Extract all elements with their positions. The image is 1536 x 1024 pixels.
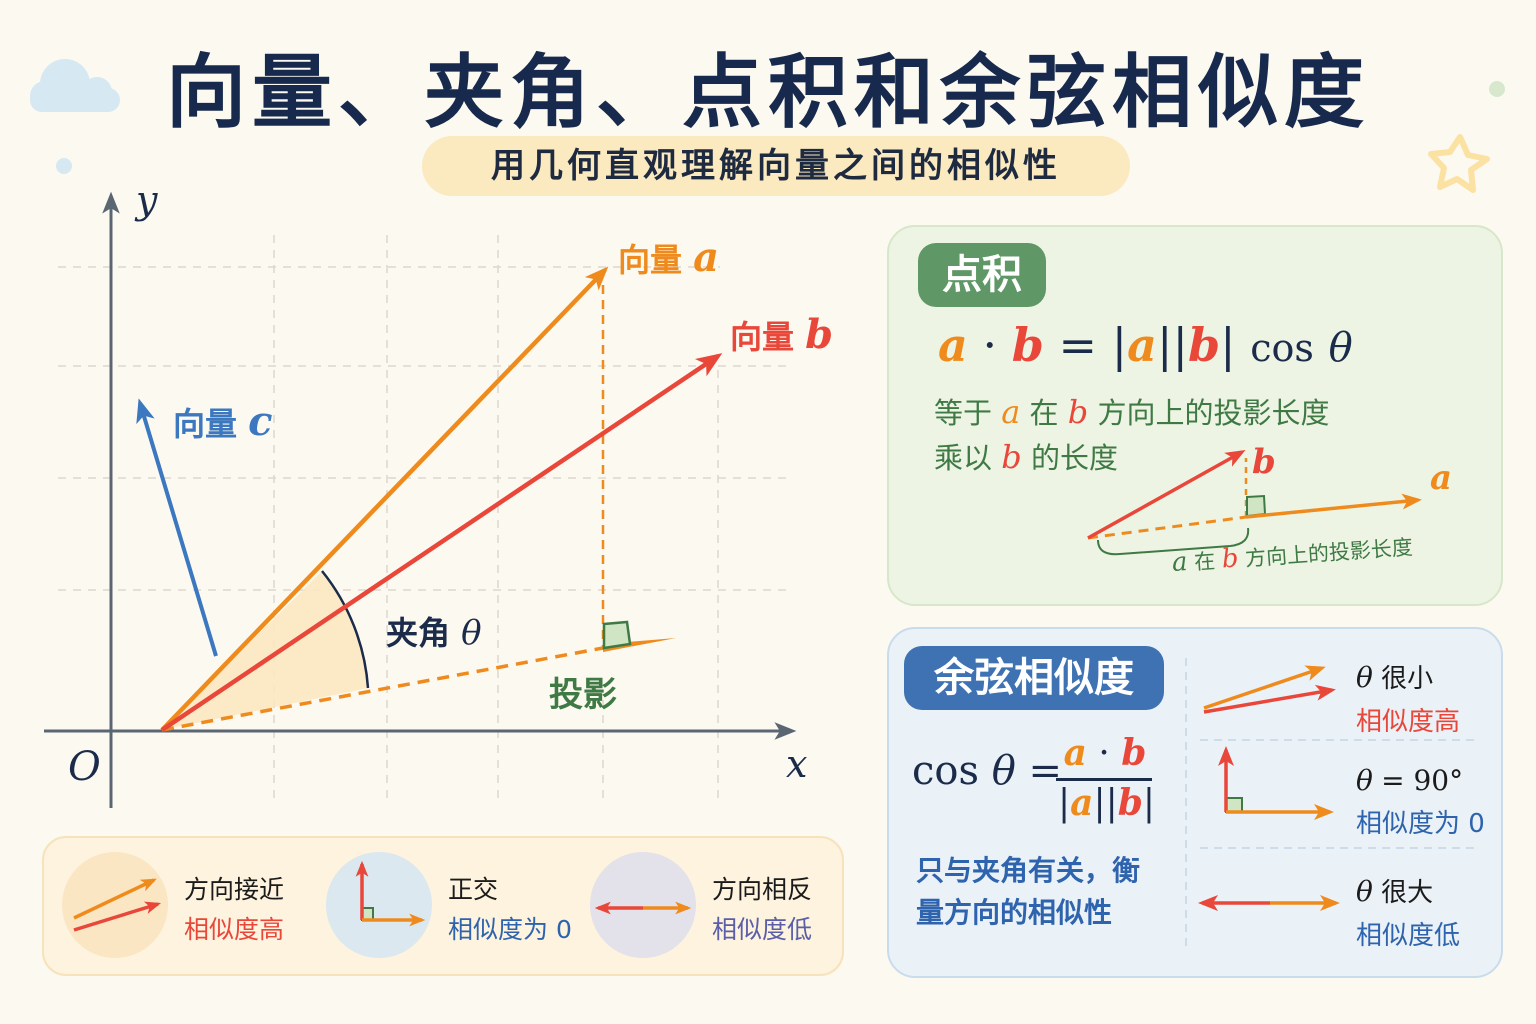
brace-b: b — [1220, 543, 1240, 575]
case-result: 相似度低 — [1356, 921, 1461, 951]
formula-a: a — [938, 318, 968, 372]
formula-abs-a: a — [1127, 318, 1157, 372]
grid — [58, 235, 790, 800]
angle-sector — [162, 571, 368, 730]
vector-a-label-text: 向量 — [618, 241, 683, 279]
formula-abs-b: b — [1187, 318, 1221, 372]
formula-theta: θ — [1328, 325, 1353, 371]
formula-theta: θ — [991, 748, 1016, 794]
case-large-angle: θ 很大 相似度低 — [1356, 872, 1460, 952]
cloud-icon — [30, 59, 120, 112]
case-condition: = 90° — [1381, 764, 1464, 797]
cosine-fraction-denominator: |a||b| — [1058, 782, 1156, 824]
formula-cos: cos — [912, 748, 980, 794]
desc-text: 乘以 — [934, 441, 993, 475]
cosine-cases-graphics — [1185, 658, 1480, 950]
similarity-legend: 方向接近 相似度高 正交 相似度为 0 — [42, 836, 844, 976]
angle-arc — [321, 570, 370, 689]
desc-text: 在 — [1029, 396, 1059, 430]
vector-c-label-text: 向量 — [173, 405, 238, 443]
legend-subtitle: 相似度高 — [184, 915, 285, 944]
formula-eq: = — [1028, 748, 1063, 794]
cosine-formula: cos θ = — [912, 748, 1062, 794]
formula-cos: cos — [1250, 326, 1314, 370]
legend-item-orthogonal: 正交 相似度为 0 — [326, 852, 586, 962]
y-axis-label: y — [136, 178, 158, 222]
vector-diagram — [44, 191, 797, 808]
case-result: 相似度高 — [1356, 707, 1461, 737]
dot-product-tag: 点积 — [918, 243, 1046, 307]
cosine-fraction-numerator: a · b — [1058, 732, 1152, 774]
fraction-bar — [1056, 778, 1152, 781]
numerator-a: a — [1063, 732, 1087, 774]
legend-item-opposite: 方向相反 相似度低 — [590, 852, 840, 962]
dot-product-description: 等于 a 在 b 方向上的投影长度 乘以 b 的长度 — [934, 390, 1329, 480]
origin-label: O — [68, 744, 101, 790]
theta-symbol: θ — [1356, 875, 1373, 908]
star-icon — [1428, 134, 1490, 193]
case-small-angle: θ 很小 相似度高 — [1356, 658, 1460, 738]
page-subtitle: 用几何直观理解向量之间的相似性 — [422, 136, 1130, 196]
desc-b: b — [1001, 438, 1022, 476]
formula-b: b — [1011, 318, 1044, 372]
vector-a-arrow[interactable] — [160, 266, 609, 732]
desc-line: 只与夹角有关，衡 — [916, 854, 1141, 887]
legend-subtitle: 相似度为 0 — [448, 915, 572, 944]
vector-c-symbol: c — [248, 398, 273, 445]
legend-title: 方向相反 — [712, 875, 813, 904]
projection-label: 投影 — [549, 675, 617, 715]
vector-b-label-text: 向量 — [730, 318, 795, 356]
legend-subtitle: 相似度低 — [712, 915, 813, 944]
case-condition: 很大 — [1381, 878, 1434, 908]
vector-b-symbol: b — [805, 311, 834, 358]
projection-line — [161, 646, 604, 732]
theta-symbol: θ — [1356, 764, 1373, 797]
x-axis-label: x — [786, 742, 808, 786]
case-result: 相似度为 0 — [1356, 809, 1485, 839]
theta-symbol: θ — [1356, 661, 1373, 694]
desc-a: a — [1001, 393, 1021, 431]
desc-b: b — [1067, 393, 1089, 431]
opposite-arrows-icon — [590, 852, 696, 958]
mini-label-a: a — [1430, 458, 1453, 498]
parallel-arrows-icon — [62, 852, 168, 958]
projection-extension — [603, 638, 676, 652]
cosine-similarity-tag: 余弦相似度 — [904, 646, 1164, 710]
legend-title: 正交 — [448, 875, 499, 904]
case-condition: 很小 — [1381, 664, 1434, 694]
angle-label: 夹角 θ — [386, 608, 482, 654]
desc-text: 的长度 — [1030, 441, 1118, 475]
vector-c-label: 向量 c — [173, 398, 273, 445]
brace-text: 在 — [1193, 549, 1217, 575]
dot-decoration — [56, 158, 72, 174]
desc-line: 量方向的相似性 — [916, 896, 1113, 929]
legend-item-close: 方向接近 相似度高 — [62, 852, 312, 962]
numerator-b: b — [1121, 732, 1147, 774]
vector-b-arrow[interactable] — [160, 353, 723, 732]
case-right-angle: θ = 90° 相似度为 0 — [1356, 764, 1485, 840]
legend-title: 方向接近 — [184, 875, 285, 904]
vector-c-arrow[interactable] — [136, 398, 218, 657]
theta-symbol: θ — [461, 613, 482, 653]
cosine-description: 只与夹角有关，衡 量方向的相似性 — [916, 850, 1140, 934]
vector-a-symbol: a — [693, 234, 720, 281]
numerator-dot: · — [1098, 733, 1110, 774]
vector-a-label: 向量 a — [618, 234, 719, 281]
page-title: 向量、夹角、点积和余弦相似度 — [166, 46, 1370, 139]
denominator-b: b — [1117, 782, 1143, 824]
formula-eq: = — [1058, 318, 1098, 372]
angle-label-text: 夹角 — [386, 614, 451, 652]
projection-mini-diagram — [1087, 450, 1422, 556]
vector-b-label: 向量 b — [730, 311, 833, 358]
brace-a: a — [1170, 546, 1189, 578]
right-angle-arrows-icon — [326, 852, 432, 958]
dot-decoration — [1489, 81, 1505, 97]
denominator-a: a — [1070, 782, 1094, 824]
formula-dot: · — [982, 318, 998, 372]
dot-product-formula: a · b = |a||b| cos θ — [938, 318, 1353, 372]
desc-text: 等于 — [934, 396, 993, 430]
desc-text: 方向上的投影长度 — [1097, 396, 1330, 430]
right-angle-marker — [602, 620, 632, 650]
mini-label-b: b — [1252, 442, 1276, 482]
